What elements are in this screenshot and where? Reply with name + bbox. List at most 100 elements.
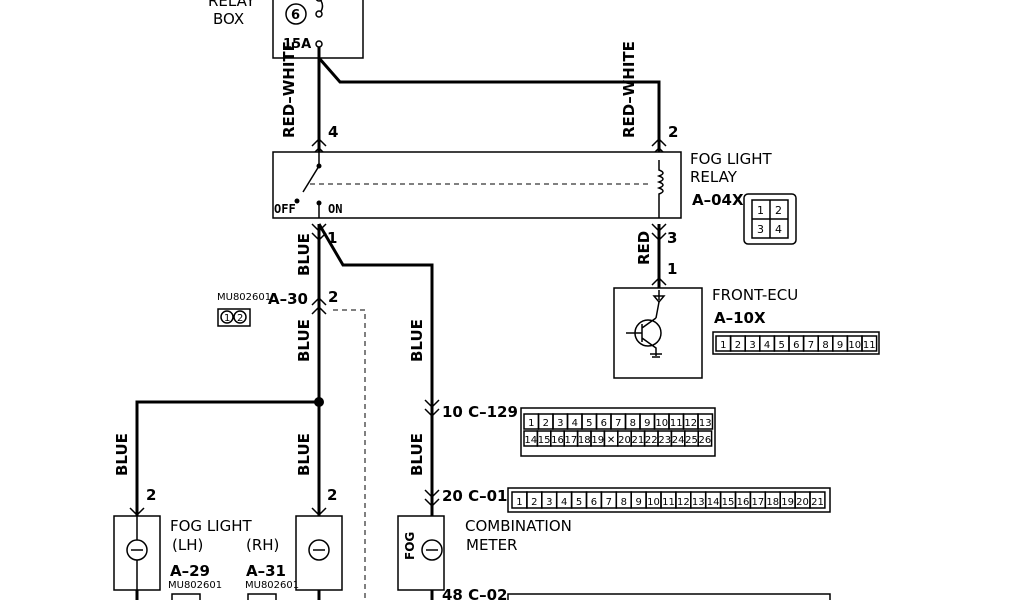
connector-pin-number: 6 xyxy=(591,497,597,508)
pin-a30-2: 2 xyxy=(328,288,338,306)
connector-chevron xyxy=(651,276,667,286)
fuse-number: 6 xyxy=(291,8,300,23)
connector-pin-number: 23 xyxy=(658,435,671,446)
fog-lamp-rh-icon xyxy=(308,539,330,561)
wire-color-blue-branch: BLUE xyxy=(408,319,426,362)
connector-pin-number: 22 xyxy=(645,435,658,446)
connector-pin-cell xyxy=(697,413,714,430)
wire-color-blue-lh: BLUE xyxy=(113,433,131,476)
connector-pin-number: 24 xyxy=(672,435,685,446)
combination-meter: FOG COMBINATION METER xyxy=(397,515,572,591)
relay-box-label-line1: RELAY xyxy=(208,0,256,10)
fog-light-lh-connector xyxy=(171,593,201,600)
wire-color-blue-meter: BLUE xyxy=(408,433,426,476)
ecu-input-lead xyxy=(655,301,660,319)
ecu-code: A–10X xyxy=(714,309,766,327)
connector-pin-number: 15 xyxy=(722,497,735,508)
fog-light-rh-part: MU802601 xyxy=(245,580,299,591)
connector-pin-number: 18 xyxy=(766,497,779,508)
relay-connector-pin: 1 xyxy=(757,204,764,217)
connector-pin-number: 2 xyxy=(531,497,537,508)
connector-chevron xyxy=(311,296,327,315)
connector-pin-cell xyxy=(861,335,878,352)
connector-pin-number: 18 xyxy=(578,435,591,446)
relay-box-label-line2: BOX xyxy=(213,10,244,28)
relay-connector-pin: 4 xyxy=(775,223,782,236)
connector-pin-number: 14 xyxy=(707,497,720,508)
connector-pin-number: 13 xyxy=(699,418,712,429)
relay-connector-pin: 2 xyxy=(775,204,782,217)
connector-pin-number: 1 xyxy=(528,418,534,429)
c129-label: 10 C–129 xyxy=(442,403,518,421)
pin-relay-2: 2 xyxy=(668,123,678,141)
fuse-terminal xyxy=(315,0,323,2)
relay-on-label: ON xyxy=(328,202,342,216)
ecu-connector-face xyxy=(712,331,880,355)
connector-pin-number: 1 xyxy=(516,497,522,508)
ecu-input-symbol xyxy=(652,290,666,304)
connector-pin-cell xyxy=(697,430,713,447)
connector-pin-number: 7 xyxy=(615,418,621,429)
connector-pin-number: 4 xyxy=(572,418,578,429)
fog-light-lh-code: A–29 xyxy=(170,562,210,580)
connector-pin-number: 14 xyxy=(524,435,537,446)
relay-title-line2: RELAY xyxy=(690,168,738,186)
connector-pin-number: 16 xyxy=(737,497,750,508)
connector-pin-number: 19 xyxy=(591,435,604,446)
meter-title-line1: COMBINATION xyxy=(465,517,572,535)
relay-contact-dot xyxy=(316,163,322,169)
fuse-terminal xyxy=(315,10,323,18)
pin-relay-1: 1 xyxy=(327,229,337,247)
connector-pin-number: 21 xyxy=(632,435,645,446)
wire-red-white-right xyxy=(317,57,661,152)
wire-color-blue-relay-out: BLUE xyxy=(295,233,313,276)
connector-pin-number: 19 xyxy=(781,497,794,508)
pin-rh-2: 2 xyxy=(327,486,337,504)
meter-fog-tag: FOG xyxy=(403,532,417,560)
connector-pin-number: 25 xyxy=(685,435,698,446)
c02-label: 48 C–02 xyxy=(442,586,507,600)
connector-pin-number: 17 xyxy=(751,497,764,508)
connector-pin-number: ✕ xyxy=(607,435,615,446)
wire-color-red-white-left: RED–WHITE xyxy=(280,41,298,138)
ecu-name: FRONT-ECU xyxy=(712,286,798,304)
fog-light-relay: OFF ON FOG LIGHT RELAY A–04X 1 2 3 4 xyxy=(272,150,797,245)
connector-pin-number: 4 xyxy=(764,340,770,351)
pin-ecu-1: 1 xyxy=(667,260,677,278)
connector-pin-number: 3 xyxy=(557,418,563,429)
connector-chevron xyxy=(424,399,440,418)
connector-chevron xyxy=(311,223,327,242)
relay-title-line1: FOG LIGHT xyxy=(690,150,773,168)
connector-pin-number: 6 xyxy=(793,340,799,351)
connector-chevron xyxy=(424,489,440,508)
fog-light-rh-frame xyxy=(295,515,343,591)
connector-pin-number: 2 xyxy=(735,340,741,351)
fuse-number-circle xyxy=(285,3,307,25)
wire-color-blue-rh: BLUE xyxy=(295,433,313,476)
connector-pin-number: 2 xyxy=(543,418,549,429)
connector-pin-number: 9 xyxy=(635,497,641,508)
fog-light-title: FOG LIGHT xyxy=(170,517,253,535)
connector-c02: 48 C–02 xyxy=(442,586,831,600)
fuse-rating: 15A xyxy=(283,37,311,52)
connector-pin-number: 17 xyxy=(565,435,578,446)
connector-pin-number: 9 xyxy=(837,340,843,351)
connector-pin-number: 5 xyxy=(576,497,582,508)
connector-pin-number: 9 xyxy=(644,418,650,429)
fog-lights: FOG LIGHT (LH) (RH) A–29 A–31 MU802601 M… xyxy=(113,515,343,600)
c02-connector-face xyxy=(507,593,831,600)
connector-pin-number: 15 xyxy=(538,435,551,446)
fog-light-rh-connector xyxy=(247,593,277,600)
fog-lamp-lh-leads xyxy=(131,516,143,590)
fog-light-lh-part: MU802601 xyxy=(168,580,222,591)
connector-pin-number: 10 xyxy=(655,418,668,429)
relay-connector-pin: 3 xyxy=(757,223,764,236)
pin-numbers: 4 2 1 3 1 2 2 2 xyxy=(146,123,678,504)
fog-light-lh-label: (LH) xyxy=(172,536,203,554)
connector-pin-number: 3 xyxy=(546,497,552,508)
